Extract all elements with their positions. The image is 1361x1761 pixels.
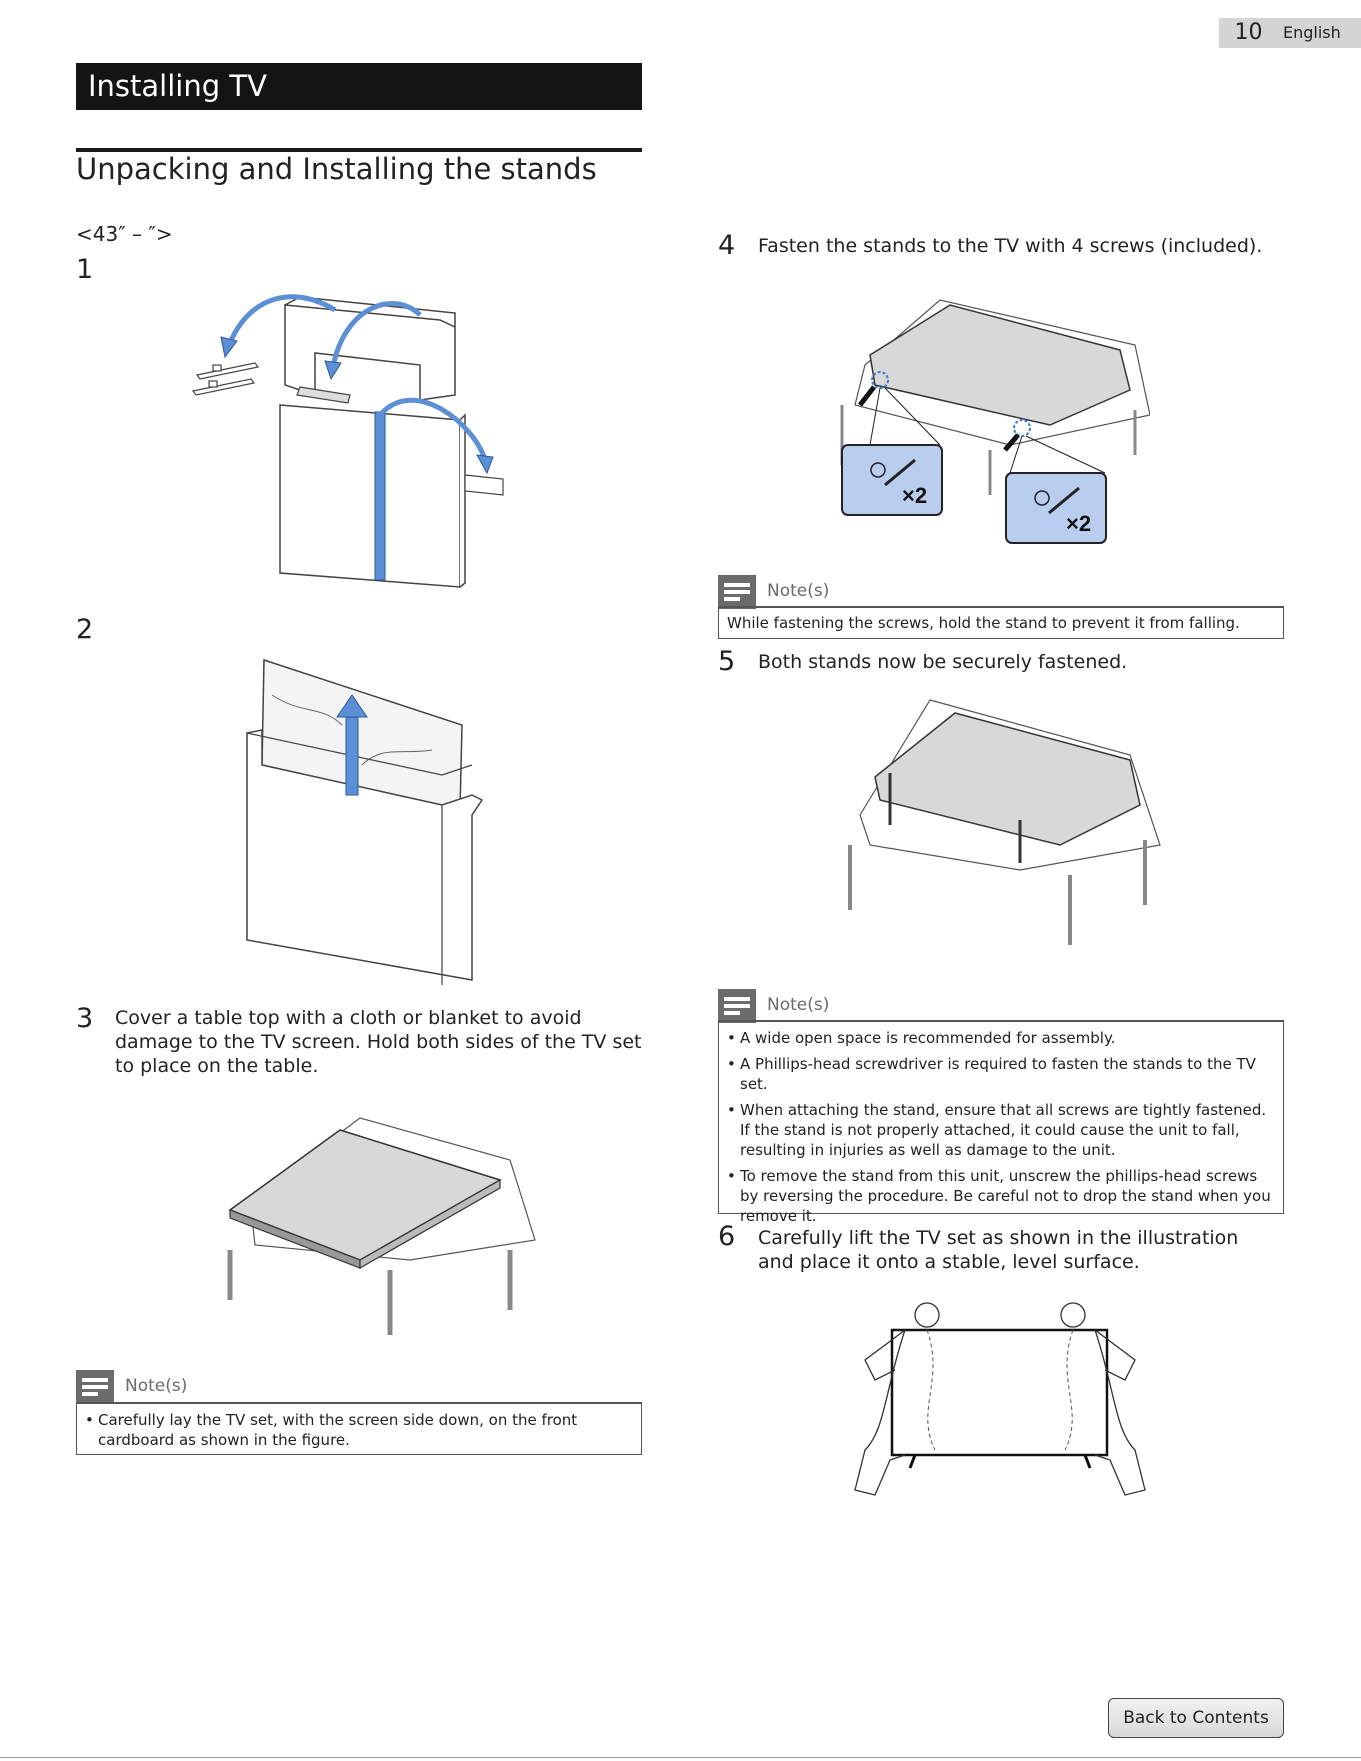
fasten-stands-illustration: ×2 ×2 bbox=[840, 299, 1150, 544]
step-6-number: 6 bbox=[718, 1221, 736, 1252]
step-5-text: Both stands now be securely fastened. bbox=[758, 651, 1128, 673]
subsection-title: Unpacking and Installing the stands bbox=[76, 152, 597, 186]
note-item: A Phillips-head screwdriver is required … bbox=[727, 1054, 1275, 1094]
step-6-text: Carefully lift the TV set as shown in th… bbox=[758, 1227, 1239, 1273]
back-to-contents-button[interactable]: Back to Contents bbox=[1108, 1698, 1284, 1738]
language-label: English bbox=[1271, 18, 1361, 48]
note-item: Carefully lay the TV set, with the scree… bbox=[85, 1410, 633, 1450]
step-3-number: 3 bbox=[76, 1003, 94, 1034]
note-box-3: A wide open space is recommended for ass… bbox=[718, 1020, 1284, 1225]
step-2-number: 2 bbox=[76, 614, 94, 645]
note-icon bbox=[76, 1370, 114, 1404]
note-box-1: Carefully lay the TV set, with the scree… bbox=[76, 1402, 642, 1455]
step-4-number: 4 bbox=[718, 230, 736, 261]
unpacking-box-illustration bbox=[191, 294, 504, 588]
size-range-label: <43″ – ″> bbox=[76, 222, 173, 246]
note-label: Note(s) bbox=[767, 581, 830, 601]
step-4-text: Fasten the stands to the TV with 4 screw… bbox=[758, 235, 1263, 257]
two-people-lifting-tv-illustration bbox=[854, 1302, 1146, 1496]
note-text: While fastening the screws, hold the sta… bbox=[727, 614, 1240, 632]
note-item: To remove the stand from this unit, unsc… bbox=[727, 1166, 1275, 1226]
note-header-1: Note(s) bbox=[76, 1370, 376, 1404]
note-icon bbox=[718, 989, 756, 1023]
note-icon bbox=[718, 575, 756, 609]
screw-count-left: ×2 bbox=[902, 483, 927, 508]
step-1-number: 1 bbox=[76, 254, 94, 285]
note-label: Note(s) bbox=[767, 995, 830, 1015]
lift-tv-from-box-illustration bbox=[246, 658, 484, 985]
note-item: A wide open space is recommended for ass… bbox=[727, 1028, 1275, 1048]
note-item: When attaching the stand, ensure that al… bbox=[727, 1100, 1275, 1160]
note-header-3: Note(s) bbox=[718, 989, 1018, 1023]
note-label: Note(s) bbox=[125, 1376, 188, 1396]
note-header-2: Note(s) bbox=[718, 575, 1018, 609]
title-rule bbox=[76, 148, 642, 152]
step-3-text: Cover a table top with a cloth or blanke… bbox=[115, 1007, 642, 1077]
stands-fastened-illustration bbox=[848, 699, 1161, 945]
section-title: Installing TV bbox=[76, 63, 642, 110]
footer-rule bbox=[0, 1757, 1361, 1758]
tv-on-table-illustration bbox=[227, 1117, 536, 1335]
step-5-number: 5 bbox=[718, 646, 736, 677]
note-box-2: While fastening the screws, hold the sta… bbox=[718, 606, 1284, 639]
page-number: 10 bbox=[1219, 18, 1278, 48]
screw-count-right: ×2 bbox=[1066, 511, 1091, 536]
